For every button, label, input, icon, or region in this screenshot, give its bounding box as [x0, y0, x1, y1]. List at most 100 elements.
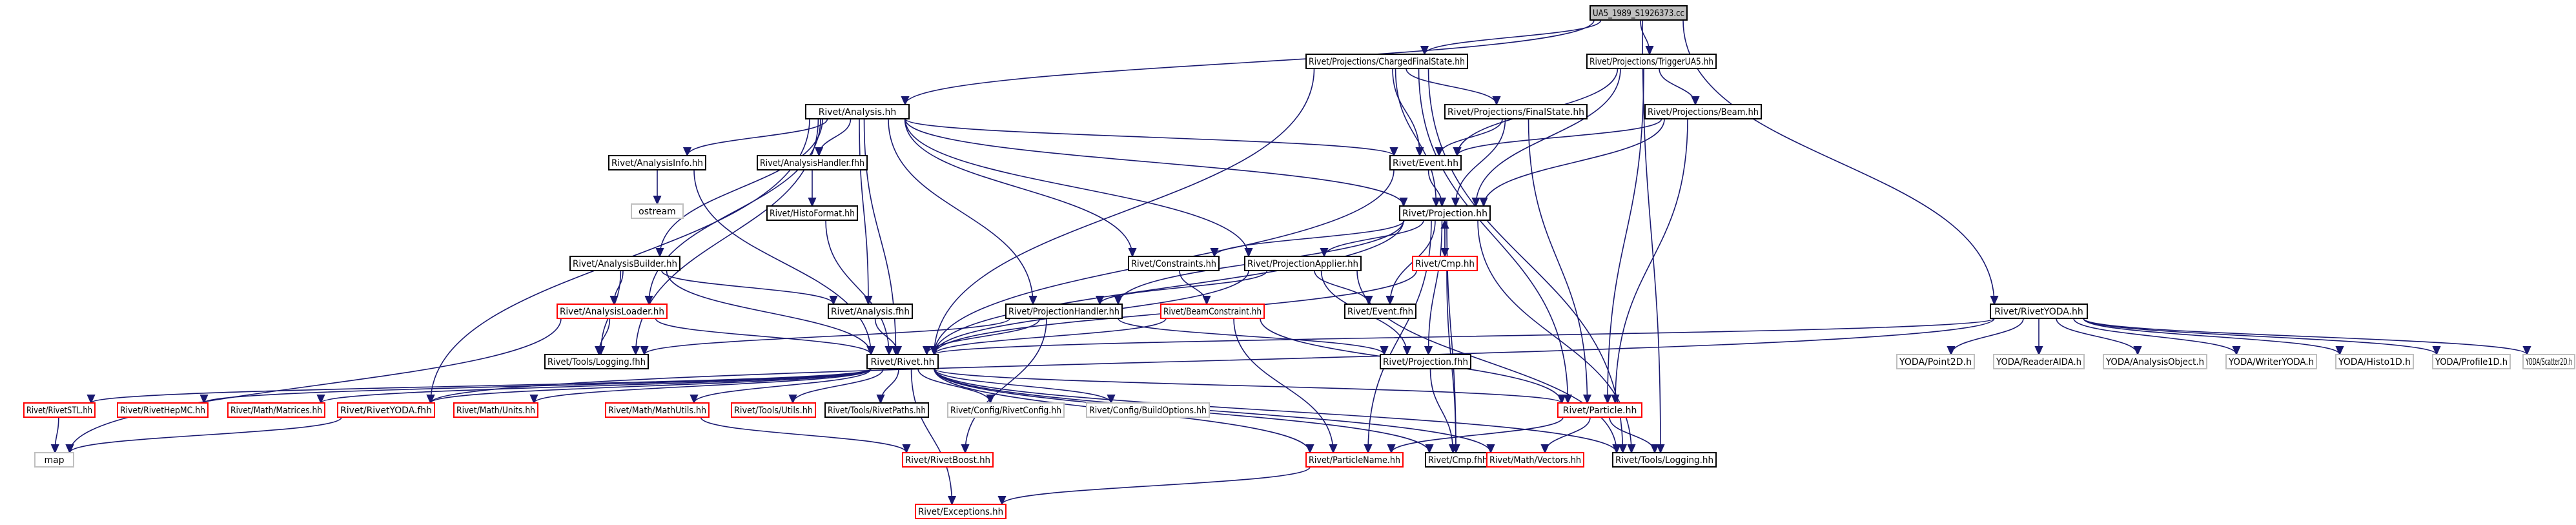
node-matrices[interactable]: Rivet/Math/Matrices.hh: [227, 402, 325, 418]
node-yodareader: YODA/ReaderAIDA.h: [1993, 354, 2085, 369]
node-box: [227, 402, 325, 418]
node-particle[interactable]: Rivet/Particle.hh: [1557, 402, 1642, 418]
node-label: Rivet/Tools/Utils.hh: [734, 406, 813, 416]
edge-analysis-to-toolslogfhh: [636, 118, 819, 355]
node-exceptions[interactable]: Rivet/Exceptions.hh: [915, 504, 1007, 519]
node-label: Rivet/Projections/FinalState.hh: [1447, 107, 1584, 118]
node-yodahisto1d: YODA/Histo1D.h: [2335, 354, 2414, 369]
node-rivetyodahh[interactable]: Rivet/RivetYODA.hh: [1990, 304, 2088, 319]
node-cmpfhh[interactable]: Rivet/Cmp.fhh: [1425, 452, 1491, 468]
node-rivetboost[interactable]: Rivet/RivetBoost.hh: [902, 452, 994, 468]
edge-rivethh-to-toolsutils: [793, 368, 884, 403]
node-label: YODA/ReaderAIDA.h: [1996, 357, 2081, 367]
edge-rivetyodahh-to-rivethh: [934, 318, 1995, 355]
edge-analysisloader-to-rivethh: [655, 318, 872, 355]
edge-projection-to-projapplier: [1324, 220, 1424, 256]
edge-projection-to-rivethh: [934, 220, 1404, 355]
node-beamconstraint[interactable]: Rivet/BeamConstraint.hh: [1160, 304, 1265, 319]
edge-rivetyodahh-to-yodapoint2d: [1951, 318, 2024, 355]
node-toolslogging[interactable]: Rivet/Tools/Logging.hh: [1612, 452, 1717, 468]
edge-chargedfs-to-finalstate: [1406, 68, 1497, 105]
node-label: Rivet/Cmp.fhh: [1428, 455, 1487, 466]
edge-finalstate-to-particle: [1528, 118, 1588, 403]
node-analysisbuilder[interactable]: Rivet/AnalysisBuilder.hh: [569, 256, 680, 271]
node-box: [2225, 354, 2317, 369]
node-box: [805, 104, 910, 119]
edge-analysisloader-to-map: [70, 318, 562, 453]
node-box: [824, 402, 929, 418]
node-eventfhh[interactable]: Rivet/Event.fhh: [1344, 304, 1416, 319]
edge-trigua5-to-particle: [1608, 68, 1644, 403]
edge-particle-to-vectors: [1545, 417, 1591, 453]
node-projfhh[interactable]: Rivet/Projection.fhh: [1380, 354, 1471, 369]
edge-trigua5-to-projection: [1476, 68, 1621, 206]
edge-rivethh-to-particle: [934, 368, 1562, 403]
edge-beam-to-projection: [1484, 118, 1665, 206]
node-rivetstl[interactable]: Rivet/RivetSTL.hh: [23, 402, 96, 418]
node-projection[interactable]: Rivet/Projection.hh: [1399, 205, 1491, 221]
node-cmp[interactable]: Rivet/Cmp.hh: [1412, 256, 1478, 271]
node-box: [1486, 452, 1584, 468]
node-box: [947, 402, 1065, 418]
edge-analysisbuilder-to-rivethh: [666, 270, 872, 355]
node-analysis[interactable]: Rivet/Analysis.hh: [805, 104, 910, 119]
node-rivethh[interactable]: Rivet/Rivet.hh: [866, 354, 939, 369]
node-label: Rivet/Constraints.hh: [1131, 259, 1216, 269]
node-analysishandler[interactable]: Rivet/AnalysisHandler.fhh: [757, 155, 868, 170]
node-event[interactable]: Rivet/Event.hh: [1389, 155, 1462, 170]
node-label: YODA/Profile1D.h: [2435, 357, 2508, 367]
edge-rivetyodafhh-to-map: [70, 417, 342, 453]
edge-analysis-to-rivethh: [863, 118, 896, 355]
node-projhandler[interactable]: Rivet/ProjectionHandler.hh: [1005, 304, 1123, 319]
node-projapplier[interactable]: Rivet/ProjectionApplier.hh: [1244, 256, 1362, 271]
node-analysisfhh[interactable]: Rivet/Analysis.fhh: [828, 304, 913, 319]
node-yodapoint2d: YODA/Point2D.h: [1896, 354, 1975, 369]
node-rivetpaths[interactable]: Rivet/Tools/RivetPaths.hh: [824, 402, 929, 418]
node-box: [1244, 256, 1362, 271]
node-units[interactable]: Rivet/Math/Units.hh: [453, 402, 538, 418]
node-label: YODA/WriterYODA.h: [2228, 357, 2314, 367]
edge-projection-to-projfhh: [1429, 220, 1443, 355]
node-yodaprofile1d: YODA/Profile1D.h: [2432, 354, 2511, 369]
node-trigua5[interactable]: Rivet/Projections/TriggerUA5.hh: [1586, 54, 1717, 69]
node-rivetyodafhh[interactable]: Rivet/RivetYODA.fhh: [337, 402, 435, 418]
node-beam[interactable]: Rivet/Projections/Beam.hh: [1644, 104, 1762, 119]
node-finalstate[interactable]: Rivet/Projections/FinalState.hh: [1444, 104, 1588, 119]
node-constraints[interactable]: Rivet/Constraints.hh: [1128, 256, 1220, 271]
edge-rivethh-to-matrices: [321, 368, 872, 403]
node-box: [117, 402, 209, 418]
edge-projection-to-constraints: [1214, 220, 1405, 256]
node-particlename[interactable]: Rivet/ParticleName.hh: [1305, 452, 1404, 468]
node-mathutils[interactable]: Rivet/Math/MathUtils.hh: [605, 402, 710, 418]
node-label: Rivet/Tools/RivetPaths.hh: [828, 406, 926, 416]
node-label: Rivet/ProjectionApplier.hh: [1247, 259, 1358, 269]
edge-finalstate-to-event: [1439, 118, 1503, 156]
edge-rivethh-to-rivetconfig: [917, 368, 990, 403]
node-box: [1128, 256, 1220, 271]
edge-beamconstraint-to-particlename: [1233, 318, 1333, 453]
node-label: Rivet/Math/Units.hh: [456, 406, 535, 416]
node-box: [2335, 354, 2414, 369]
node-toolsutils[interactable]: Rivet/Tools/Utils.hh: [731, 402, 816, 418]
node-histoformat[interactable]: Rivet/HistoFormat.hh: [766, 205, 858, 221]
node-box: [557, 304, 668, 319]
edge-rivethh-to-units: [534, 368, 872, 403]
node-toolslogfhh[interactable]: Rivet/Tools/Logging.fhh: [544, 354, 649, 369]
edge-analysis-to-projection: [905, 118, 1404, 206]
node-box: [731, 402, 816, 418]
node-label: Rivet/AnalysisHandler.fhh: [760, 158, 864, 169]
node-map: map: [34, 452, 74, 468]
node-vectors[interactable]: Rivet/Math/Vectors.hh: [1486, 452, 1584, 468]
node-box: [337, 402, 435, 418]
node-rivethepmc[interactable]: Rivet/RivetHepMC.hh: [117, 402, 209, 418]
edge-analysis-to-projapplier: [905, 118, 1249, 256]
edge-rivethh-to-rivetpaths: [881, 368, 899, 403]
node-root[interactable]: UA5_1989_S1926373.cc: [1590, 5, 1688, 21]
node-rivetconfig: Rivet/Config/RivetConfig.hh: [947, 402, 1065, 418]
node-analysisinfo[interactable]: Rivet/AnalysisInfo.hh: [608, 155, 706, 170]
node-analysisloader[interactable]: Rivet/AnalysisLoader.hh: [557, 304, 668, 319]
node-chargedfs[interactable]: Rivet/Projections/ChargedFinalState.hh: [1305, 54, 1468, 69]
node-box: [1005, 304, 1123, 319]
edge-chargedfs-to-rivethh: [934, 68, 1315, 355]
